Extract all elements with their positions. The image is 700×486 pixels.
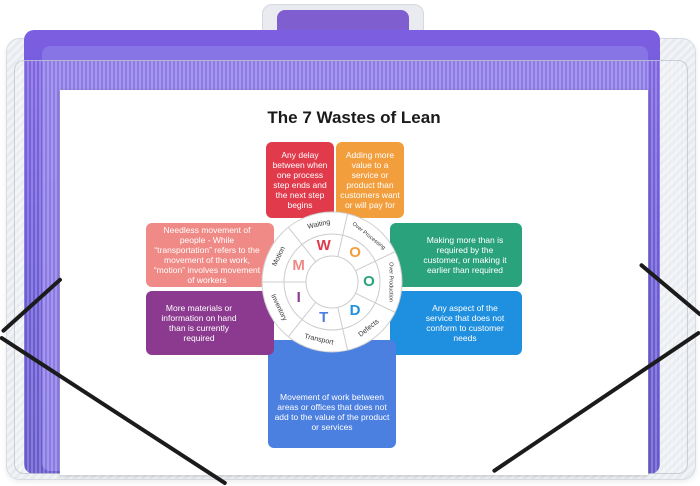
card-over-production-text: Making more than is required by the cust… — [423, 235, 507, 275]
card-motion-text: Needless movement of people - While “tra… — [153, 225, 261, 285]
card-inventory-text: More materials or information on hand th… — [161, 303, 237, 343]
wheel-segment-label: Waiting — [307, 219, 331, 231]
card-waiting-text: Any delay between when one process step … — [272, 150, 328, 210]
card-defects: Any aspect of the service that does not … — [390, 291, 522, 355]
wheel-letter: T — [319, 309, 328, 326]
wheel-letter: D — [350, 302, 361, 319]
wheel-letter: O — [363, 273, 375, 290]
card-transport-text: Movement of work between areas or office… — [274, 392, 390, 432]
card-over-processing: Adding more value to a service or produc… — [336, 142, 404, 218]
card-transport: Movement of work between areas or office… — [268, 340, 396, 448]
card-motion: Needless movement of people - While “tra… — [146, 223, 274, 287]
wheel-letter: M — [292, 257, 305, 274]
wheel-inner-ring — [283, 233, 381, 331]
wheel-letter: O — [349, 244, 361, 261]
card-defects-text: Any aspect of the service that does not … — [425, 303, 505, 343]
poster-title: The 7 Wastes of Lean — [267, 108, 441, 127]
wheel-segment-label: Over Production — [388, 262, 394, 302]
lean-poster: The 7 Wastes of Lean Any delay between w… — [60, 90, 648, 475]
card-inventory: More materials or information on hand th… — [146, 291, 274, 355]
card-over-production: Making more than is required by the cust… — [390, 223, 522, 287]
card-over-processing-text: Adding more value to a service or produc… — [340, 150, 400, 210]
card-waiting: Any delay between when one process step … — [266, 142, 334, 218]
wheel-letter: W — [317, 237, 332, 254]
wheel-letter: I — [297, 289, 301, 306]
wheel-center — [305, 255, 359, 309]
